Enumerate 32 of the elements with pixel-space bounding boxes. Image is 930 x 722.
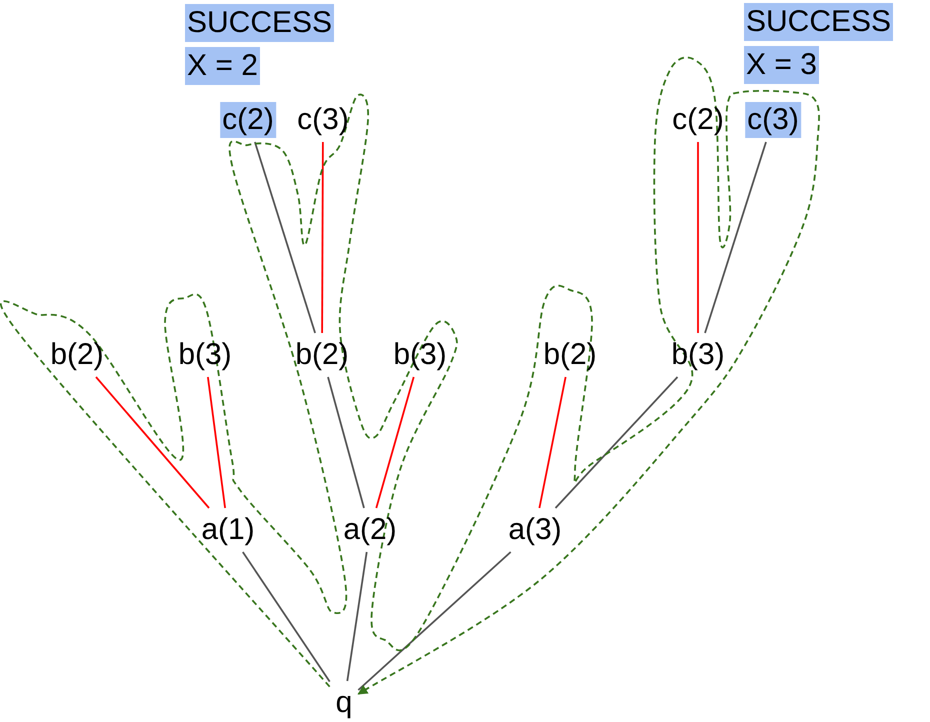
- tree-branch-line: [242, 552, 330, 682]
- tree-branch-line: [346, 552, 368, 682]
- tree-node-label: a(3): [506, 512, 564, 548]
- tree-branch-line: [254, 142, 316, 334]
- tree-node-label: b(2): [48, 337, 106, 373]
- tree-node-label: c(3): [745, 102, 801, 138]
- result-note: SUCCESS: [744, 3, 894, 41]
- result-note: X = 3: [744, 46, 819, 84]
- tree-node-label: a(1): [199, 512, 257, 548]
- tree-branch-line: [375, 376, 415, 508]
- tree-node-label: b(3): [391, 337, 449, 373]
- tree-branch-line: [704, 142, 767, 334]
- tree-branch-line: [697, 142, 699, 333]
- tree-branch-line: [207, 376, 226, 508]
- tree-node-label: q: [334, 685, 354, 721]
- tree-branch-line: [358, 551, 512, 691]
- result-note: SUCCESS: [185, 4, 334, 42]
- tree-node-label: b(3): [669, 337, 727, 373]
- tree-branch-line: [327, 376, 365, 508]
- traversal-arrow: [0, 57, 819, 695]
- tree-node-label: b(2): [293, 337, 351, 373]
- tree-node-label: a(2): [341, 512, 399, 548]
- tree-branch-line: [95, 376, 210, 509]
- tree-node-label: c(2): [220, 102, 276, 138]
- tree-branch-line: [554, 376, 678, 509]
- tree-node-label: c(2): [670, 102, 726, 138]
- tree-node-label: b(2): [541, 337, 599, 373]
- tree-branch-line: [538, 376, 566, 508]
- tree-branch-line: [321, 142, 324, 333]
- result-note: X = 2: [185, 47, 260, 85]
- tree-node-label: b(3): [176, 337, 234, 373]
- tree-node-label: c(3): [295, 102, 351, 138]
